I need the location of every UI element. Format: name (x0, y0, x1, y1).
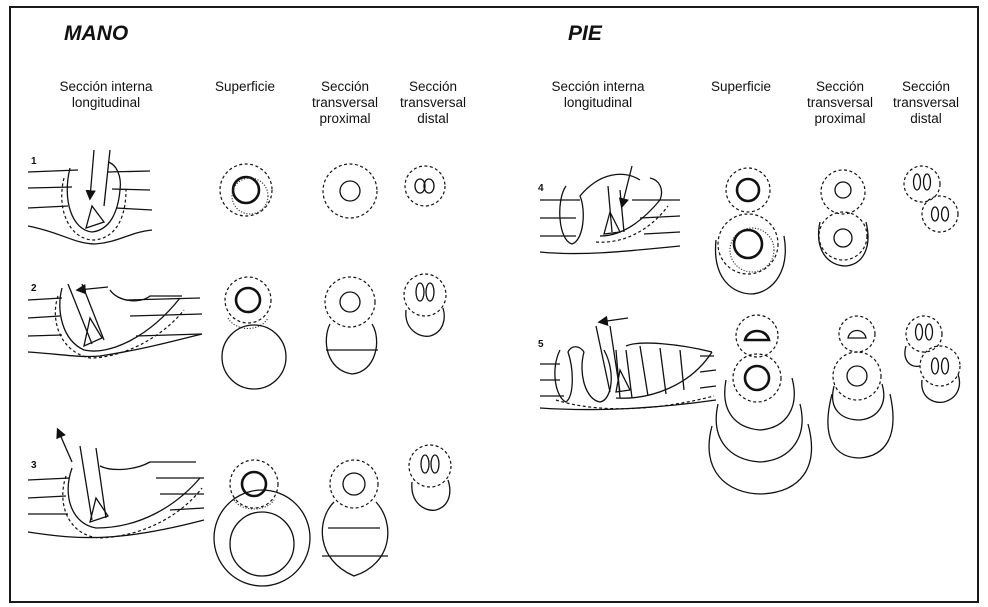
hand-row1-surface (220, 164, 272, 216)
hand-row3-longitudinal-section (28, 430, 204, 538)
foot-row4-surface (716, 168, 786, 294)
hand-row2-surface (222, 277, 286, 389)
foot-row4-proximal-section (819, 170, 868, 266)
hand-row2-proximal-section (325, 277, 378, 374)
hand-row2-longitudinal-section (28, 284, 202, 358)
hand-row1-longitudinal-section (28, 150, 152, 244)
foot-row5-surface (709, 315, 811, 494)
foot-row5-proximal-section (828, 316, 893, 458)
foot-row5-distal-section (905, 316, 960, 402)
hand-row3-distal-section (409, 445, 451, 510)
hand-row1-distal-section (405, 166, 445, 206)
hand-row2-distal-section (404, 274, 446, 336)
hand-row3-proximal-section (322, 460, 388, 576)
hand-row1-proximal-section (323, 164, 377, 218)
foot-row4-longitudinal-section (540, 166, 680, 254)
foot-row5-longitudinal-section (540, 318, 716, 410)
hand-row3-surface (214, 460, 310, 586)
foot-row4-distal-section (904, 166, 958, 232)
